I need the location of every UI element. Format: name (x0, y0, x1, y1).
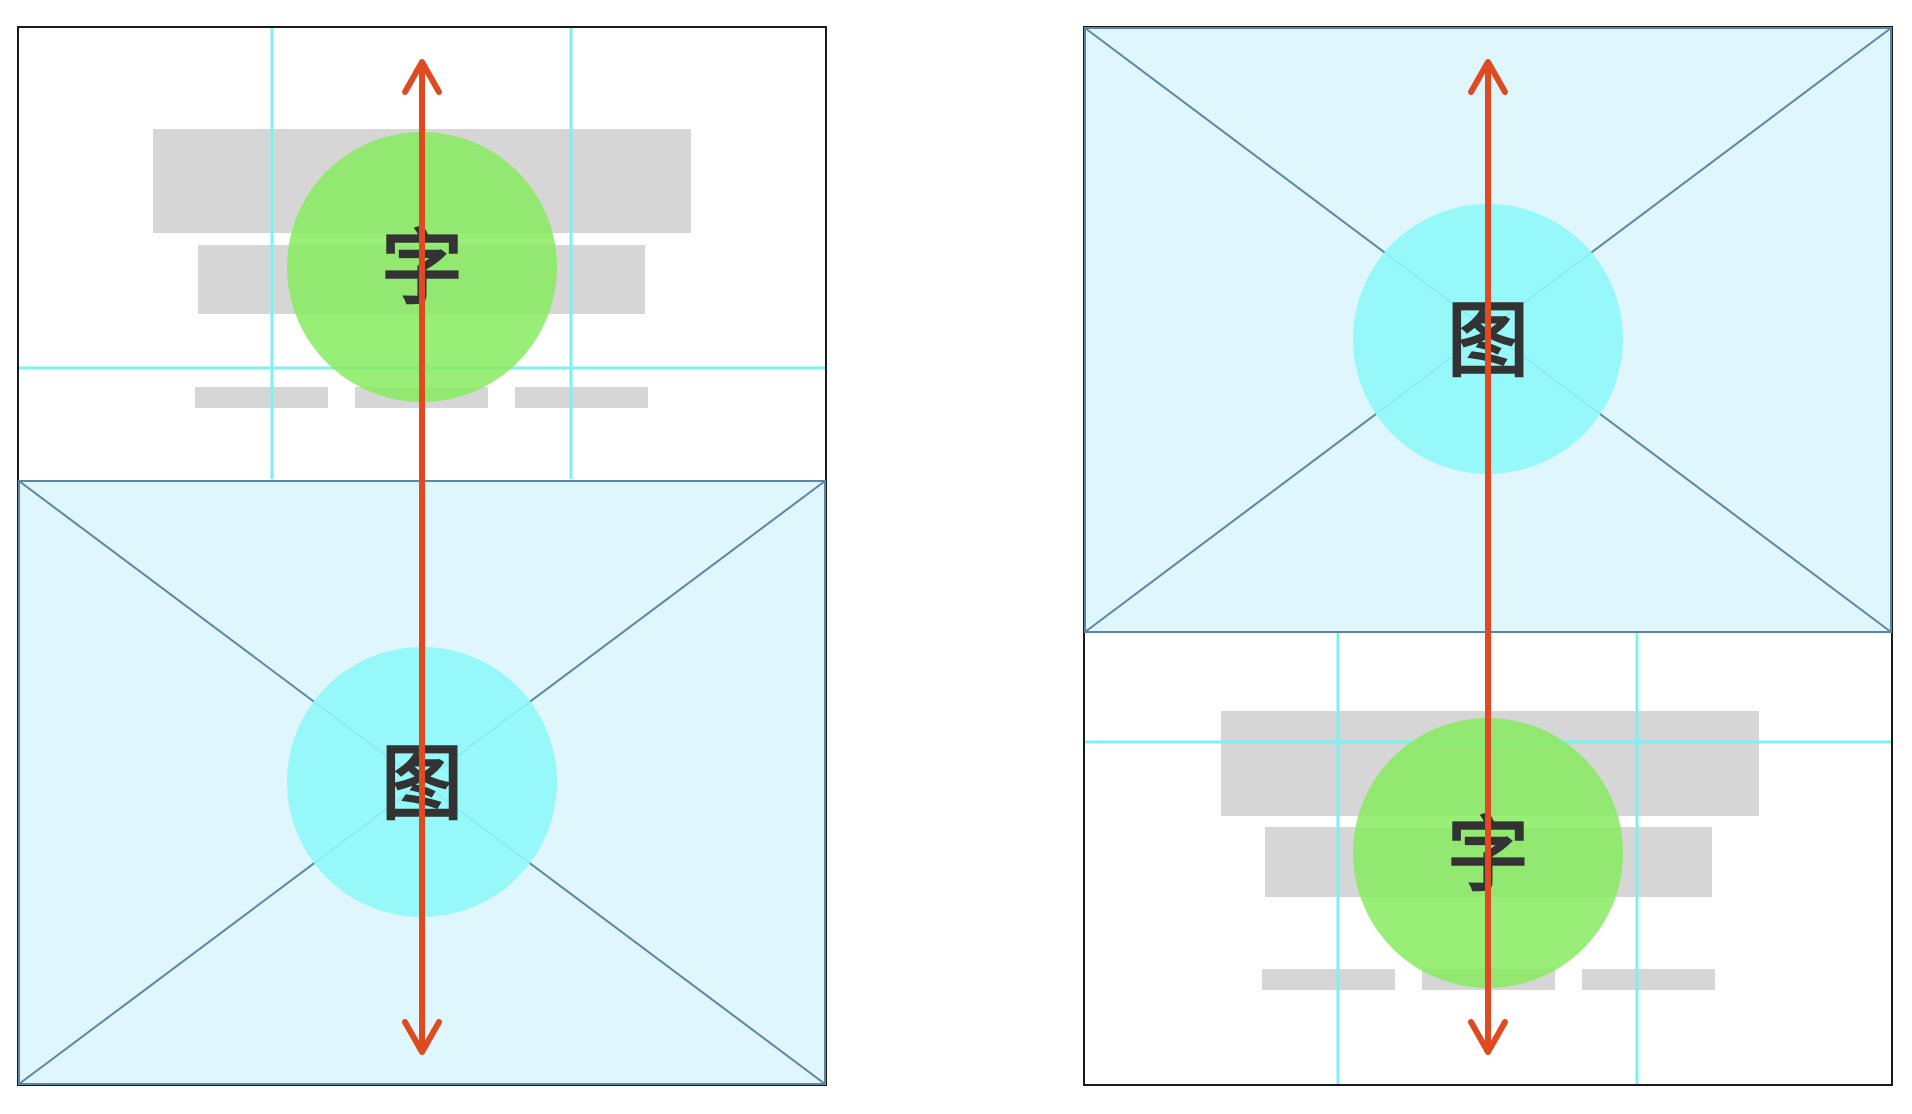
panel-1-arrowhead-bottom (402, 1019, 442, 1055)
panel-2-vertical-arrow (1468, 59, 1508, 1055)
panel-1-button-placeholder-3 (515, 387, 648, 408)
panel-1-arrowhead-top (402, 59, 442, 95)
panel-text-over-image: 字 图 (17, 26, 827, 1086)
panel-2-button-placeholder-3 (1582, 969, 1715, 990)
panel-2-arrowhead-bottom (1468, 1019, 1508, 1055)
panel-1-vertical-arrow (402, 59, 442, 1055)
panel-image-over-text: 图 字 (1083, 26, 1893, 1086)
panel-2-arrowhead-top (1468, 59, 1508, 95)
panel-1-button-placeholder-1 (195, 387, 328, 408)
panel-2-button-placeholder-1 (1262, 969, 1395, 990)
